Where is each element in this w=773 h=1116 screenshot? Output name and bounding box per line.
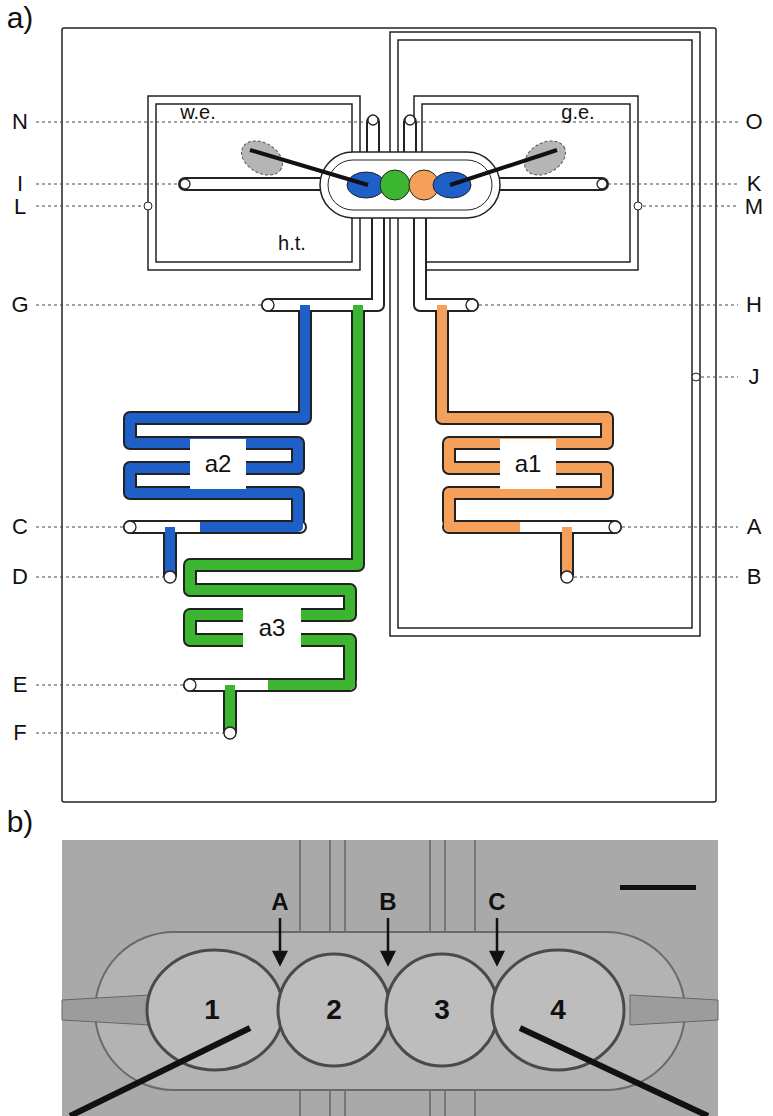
- part-label: C: [12, 516, 28, 538]
- part-label: H: [746, 294, 762, 316]
- part-label: K: [747, 173, 762, 195]
- meander-label-box: a2: [190, 439, 246, 489]
- part-label: G: [11, 294, 28, 316]
- part-label: E: [13, 674, 28, 696]
- callout-label: b): [7, 807, 34, 837]
- part-label: L: [14, 196, 26, 218]
- callout-label: B: [379, 890, 396, 914]
- part-label: O: [745, 111, 762, 133]
- part-label: a): [7, 3, 34, 33]
- part-label: A: [747, 516, 762, 538]
- callout-label: A: [271, 890, 288, 914]
- callout-label: 3: [434, 996, 450, 1024]
- callout-label: C: [488, 890, 505, 914]
- part-label: M: [745, 196, 763, 218]
- part-label: w.e.: [180, 102, 216, 122]
- callout-label: 2: [326, 996, 342, 1024]
- part-label: B: [747, 566, 762, 588]
- meander-label-box: a1: [500, 439, 556, 489]
- part-label: N: [12, 111, 28, 133]
- callout-label: 1: [204, 996, 220, 1024]
- meander-label-box: a3: [243, 605, 301, 651]
- part-label: h.t.: [278, 233, 306, 253]
- channel-label: a3: [259, 616, 286, 640]
- part-label: g.e.: [561, 102, 594, 122]
- part-label: I: [17, 173, 23, 195]
- channel-label: a1: [515, 452, 542, 476]
- part-label: D: [12, 566, 28, 588]
- channel-label: a2: [205, 452, 232, 476]
- part-label: J: [749, 366, 760, 388]
- callout-label: 4: [550, 996, 566, 1024]
- part-label: F: [13, 722, 26, 744]
